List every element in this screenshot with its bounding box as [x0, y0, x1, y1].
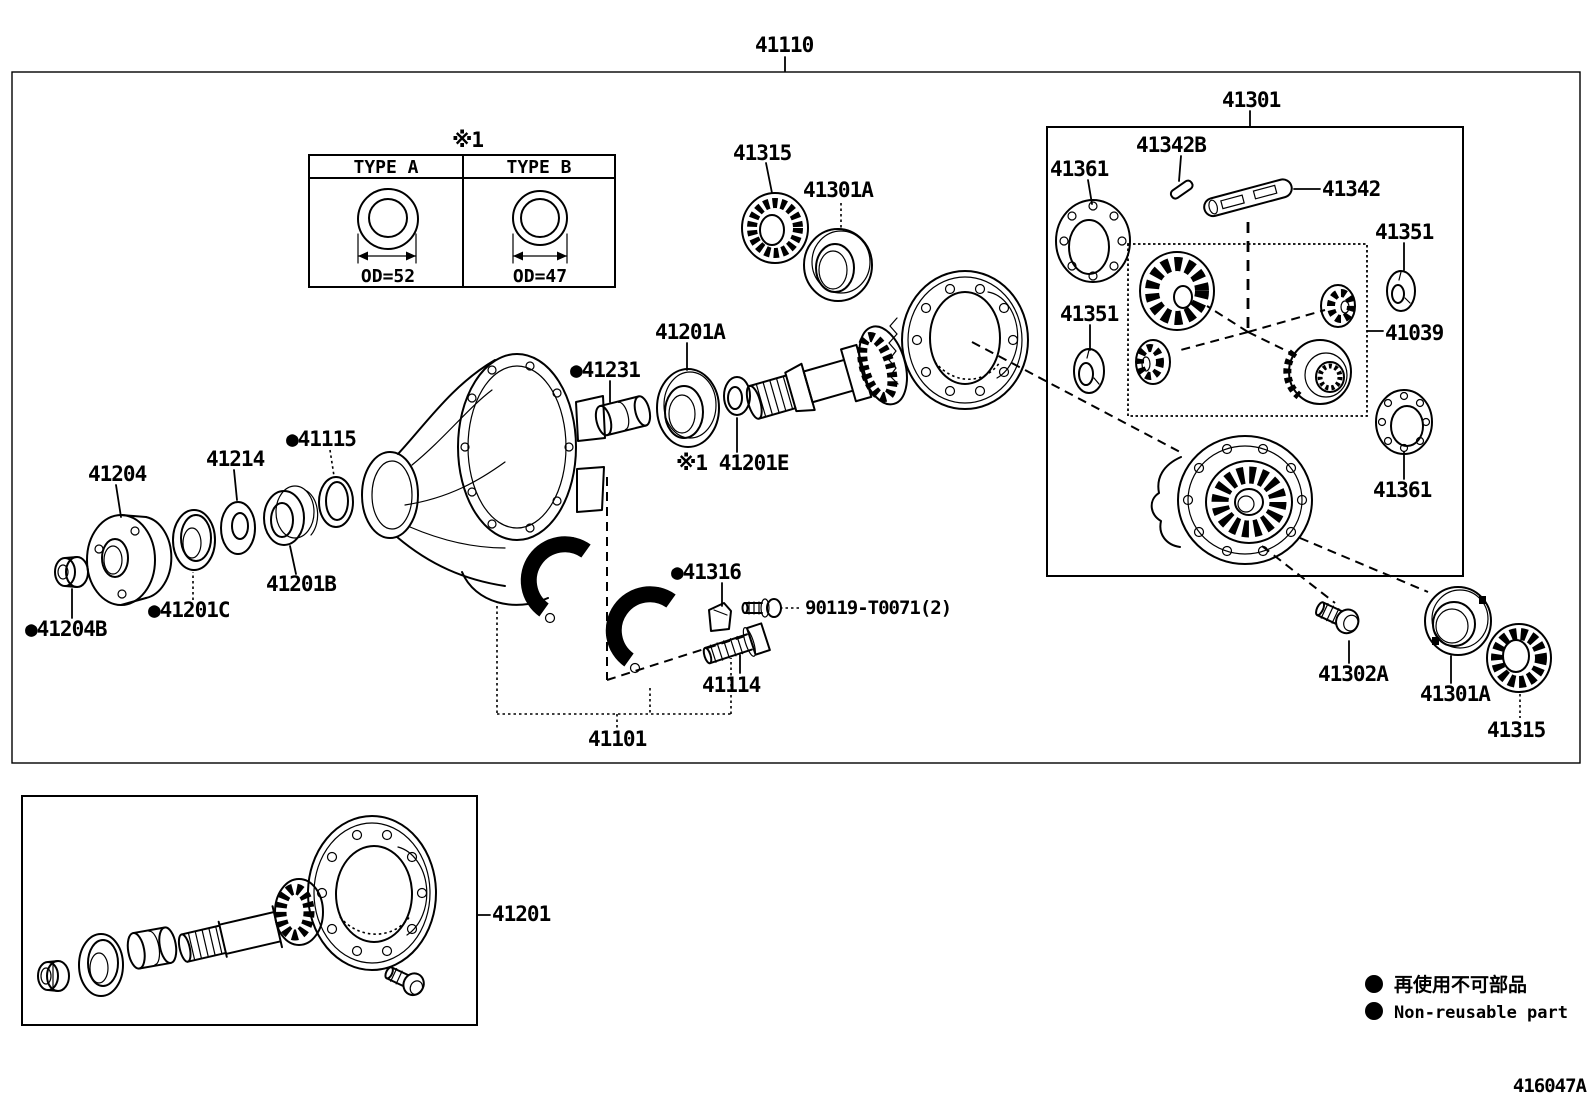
legend-text-jp: 再使用不可部品 [1394, 973, 1527, 996]
differential-case [1150, 435, 1313, 565]
non-reusable-bullet-icon [1365, 1002, 1383, 1020]
leader-lines [71, 56, 1521, 916]
kit-spacer [126, 926, 178, 970]
washer-41351-left [1073, 348, 1105, 394]
legend: 再使用不可部品 Non-reusable part [1365, 973, 1568, 1023]
spider-gear-kit-box [1127, 243, 1368, 417]
housing-bolt-holes [460, 361, 574, 533]
part-label-41351-left[interactable]: 41351 [1060, 302, 1120, 326]
table-header-type-b: TYPE B [506, 157, 571, 178]
drive-pinion-shaft [745, 325, 908, 420]
pin-41342b [1169, 179, 1194, 200]
part-label-41231[interactable]: ●41231 [570, 358, 641, 382]
side-gear-bottom-right [1283, 339, 1352, 405]
callout-labels: 41110 41301 41315 41301A 41342B 41342 41… [25, 33, 1547, 926]
side-gear-top-left [1139, 251, 1215, 331]
pinion-shaft-41342 [1203, 178, 1293, 218]
lock-plate-41316 [708, 602, 732, 632]
bolt-41114 [702, 622, 771, 665]
part-label-41214[interactable]: 41214 [206, 447, 266, 471]
part-label-41315-bottom[interactable]: 41315 [1487, 718, 1547, 742]
part-label-41201a[interactable]: 41201A [655, 320, 727, 344]
oil-seal-41301a-bottom [1424, 586, 1492, 656]
part-label-90119[interactable]: 90119-T0071(2) [805, 597, 952, 619]
part-label-41204[interactable]: 41204 [88, 462, 148, 486]
dimension-arrow-b [512, 233, 568, 264]
legend-text-en: Non-reusable part [1394, 1003, 1568, 1023]
part-label-41115[interactable]: ●41115 [286, 427, 357, 451]
kit-ring-gear-holes [316, 829, 428, 957]
kit-bolt [384, 966, 425, 997]
part-label-41301a-bottom[interactable]: 41301A [1420, 682, 1492, 706]
table-note: ※1 [452, 128, 483, 152]
bearing-41301a-top [803, 228, 873, 302]
kit-pinion-shaft [177, 905, 284, 963]
differential-carrier-housing [361, 353, 606, 606]
o-ring-41115 [318, 476, 354, 528]
type-table [308, 154, 616, 288]
slinger-41214 [220, 501, 256, 555]
case-bolt-holes [1182, 443, 1308, 557]
pinion-gear-left [1135, 339, 1171, 385]
diff-case-kit-box [1046, 126, 1464, 577]
oil-seal-41201c [172, 509, 216, 571]
nut-41204b [54, 556, 89, 588]
part-label-41301[interactable]: 41301 [1222, 88, 1282, 112]
part-label-41101[interactable]: 41101 [588, 727, 648, 751]
part-label-41301a-top[interactable]: 41301A [803, 178, 875, 202]
bolt-41302a [1315, 601, 1360, 635]
bearing-41201a [656, 368, 720, 448]
ring-pinion-kit-box [21, 795, 478, 1026]
table-od-b: OD=47 [513, 266, 567, 287]
part-label-41315-top[interactable]: 41315 [733, 141, 793, 165]
kit-ring-gear [307, 815, 437, 971]
bolt-90119 [741, 598, 782, 618]
dimension-arrow-a [357, 233, 417, 264]
bearing-cap-1 [520, 536, 591, 624]
part-label-41361-top[interactable]: 41361 [1050, 157, 1110, 181]
part-label-41342[interactable]: 41342 [1322, 177, 1381, 201]
washer-41361-bottom [1375, 389, 1433, 455]
washer-41351-right [1386, 270, 1416, 312]
part-label-41316[interactable]: ●41316 [671, 560, 742, 584]
part-label-41351-right[interactable]: 41351 [1375, 220, 1435, 244]
washer-41201e [723, 376, 751, 416]
part-label-41114[interactable]: 41114 [702, 673, 762, 697]
part-label-41201b[interactable]: 41201B [266, 572, 337, 596]
bearing-41315-bottom [1486, 623, 1552, 693]
ring-gear-bolt-holes [911, 283, 1019, 397]
table-header-type-a: TYPE A [353, 157, 418, 178]
kit-nut [37, 960, 70, 992]
part-label-41110[interactable]: 41110 [755, 33, 815, 57]
part-label-41201[interactable]: 41201 [492, 902, 552, 926]
part-label-41201e[interactable]: ※1 41201E [676, 451, 790, 475]
part-label-41204b[interactable]: ●41204B [25, 617, 108, 641]
washer-41361-top [1055, 199, 1131, 283]
part-label-41302a[interactable]: 41302A [1318, 662, 1390, 686]
non-reusable-bullet-icon [1365, 975, 1383, 993]
ring-gear-main [888, 270, 1029, 410]
part-label-41361-bottom[interactable]: 41361 [1373, 478, 1433, 502]
bearing-41201b [263, 485, 319, 546]
bearing-41315-top [741, 192, 809, 264]
companion-flange-41204 [86, 514, 173, 606]
bearing-cap-2 [605, 586, 676, 674]
part-label-41342b[interactable]: 41342B [1136, 133, 1207, 157]
part-label-41039[interactable]: 41039 [1385, 321, 1445, 345]
figure-code: 416047A [1513, 1075, 1588, 1097]
table-od-a: OD=52 [361, 266, 415, 287]
spacer-41231 [594, 395, 652, 437]
bracket-41101 [496, 606, 732, 728]
kit-oil-seal [78, 933, 124, 997]
pinion-gear-right [1320, 284, 1356, 328]
main-assembly-box [11, 71, 1581, 764]
part-label-41201c[interactable]: ●41201C [148, 598, 231, 622]
